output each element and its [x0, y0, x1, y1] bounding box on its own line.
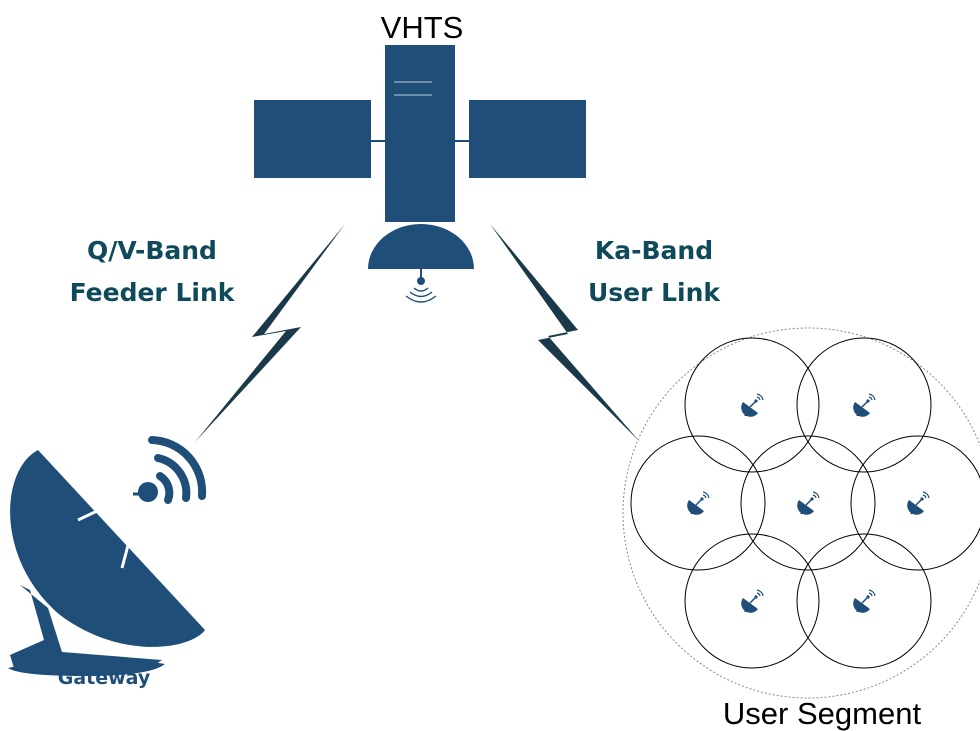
user-segment-label: User Segment [723, 696, 922, 731]
feeder-link-bolt-icon [195, 224, 345, 442]
beam-cell [684, 533, 820, 669]
beam-cell [796, 337, 932, 473]
beam-cell [796, 533, 932, 669]
user-terminal-dish-icon [906, 491, 930, 516]
user-terminal-dish-icon [686, 491, 710, 516]
satellite-dish-icon [8, 436, 207, 676]
user-link-bolt-icon [490, 224, 640, 442]
gateway-label: Gateway [58, 667, 151, 689]
feeder-link-band-label: Q/V-Band [87, 236, 217, 265]
beam-cell [740, 435, 876, 571]
user-link-name-label: User Link [588, 278, 721, 307]
user-terminal-dish-icon [740, 589, 764, 614]
user-terminal-dish-icon [852, 393, 876, 418]
satellite-label: VHTS [381, 10, 464, 45]
user-terminal-dish-icon [796, 491, 820, 516]
feeder-link-name-label: Feeder Link [70, 278, 236, 307]
user-link-band-label: Ka-Band [595, 236, 713, 265]
user-terminal-dish-icon [852, 589, 876, 614]
satellite-icon [254, 45, 586, 303]
coverage-boundary [622, 327, 980, 699]
user-terminal-dish-icon [740, 393, 764, 418]
beam-cell [850, 435, 980, 571]
user-segment-coverage [622, 327, 980, 699]
beam-cell [630, 435, 766, 571]
beam-cell [684, 337, 820, 473]
